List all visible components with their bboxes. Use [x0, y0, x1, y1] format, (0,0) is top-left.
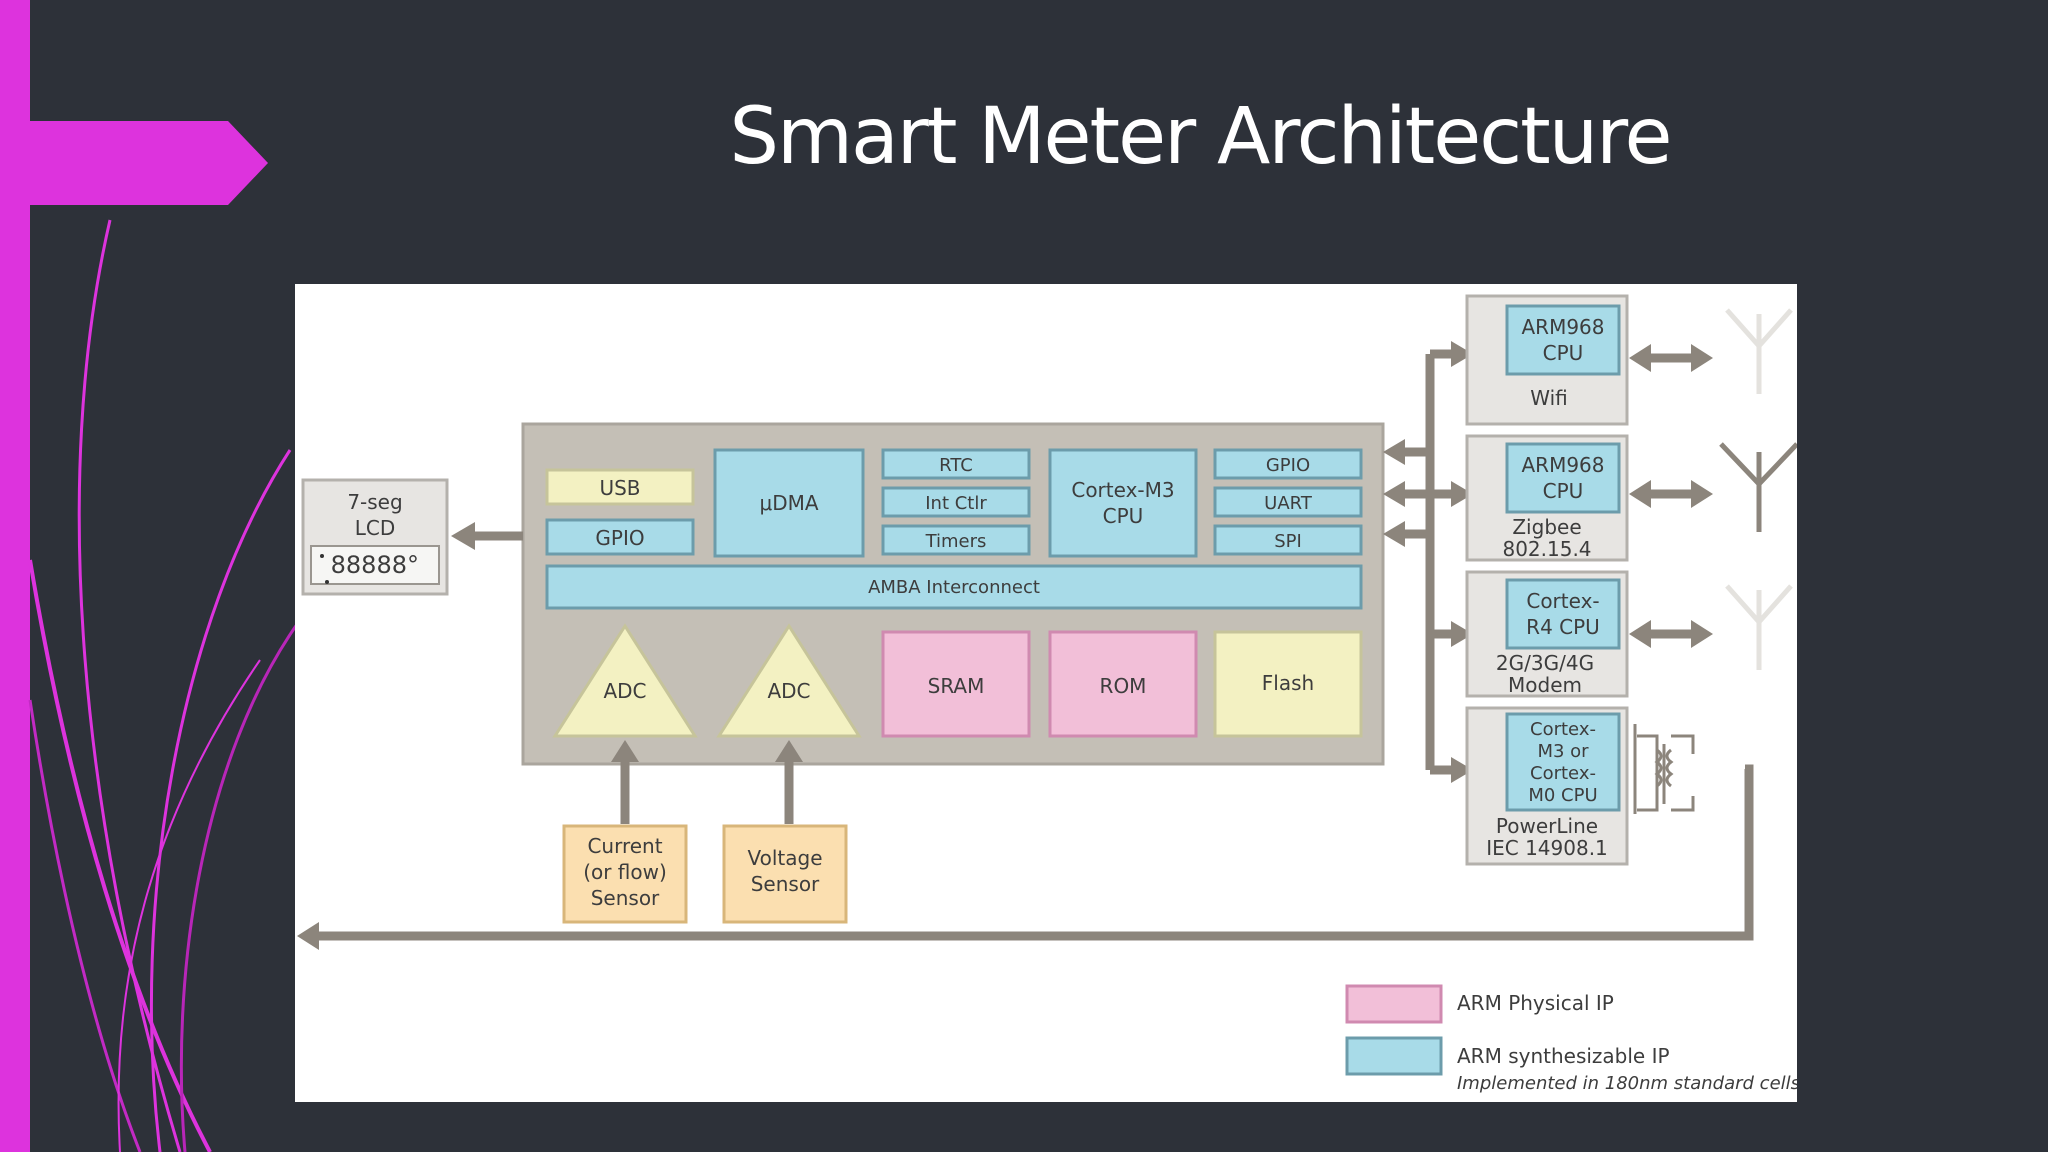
wifi-label: Wifi — [1530, 386, 1568, 410]
powerline-cpu-block — [1505, 712, 1621, 812]
usb-block — [545, 468, 695, 506]
bus-to-module-lines — [1430, 349, 1455, 775]
zigbee-cpu-line2: CPU — [1543, 479, 1584, 503]
modem-cpu-block — [1505, 578, 1621, 650]
powerline-bus-arrowhead — [1451, 757, 1473, 783]
legend-synth-label: ARM synthesizable IP — [1457, 1044, 1670, 1068]
legend-synth-swatch — [1345, 1036, 1443, 1076]
powerline-return-line — [315, 764, 1754, 941]
voltage-sensor-line1: Voltage — [747, 846, 822, 870]
voltage-sensor-arrowhead — [775, 740, 803, 762]
gpio-bus-arrowhead — [1383, 439, 1405, 465]
wifi-cpu-line1: ARM968 — [1521, 315, 1604, 339]
int-ctlr-block — [881, 486, 1031, 518]
lcd-label-line1: 7-seg — [347, 490, 402, 514]
zigbee-cpu-line1: ARM968 — [1521, 453, 1604, 477]
lcd-label-line2: LCD — [355, 516, 396, 540]
powerline-label-line1: PowerLine — [1496, 814, 1598, 838]
usb-label: USB — [599, 476, 640, 500]
uart-block — [1213, 486, 1363, 518]
modem-label-line1: 2G/3G/4G — [1496, 651, 1594, 675]
adc-1-label: ADC — [603, 679, 646, 703]
modem-label-line2: Modem — [1508, 673, 1582, 697]
modem-antenna-link-arrow — [1629, 620, 1713, 648]
rtc-block — [881, 448, 1031, 480]
modem-cpu-line2: R4 CPU — [1526, 615, 1600, 639]
rom-label: ROM — [1100, 674, 1147, 698]
lcd-display — [310, 545, 440, 585]
udma-label: μDMA — [759, 491, 818, 515]
gpio-left-label: GPIO — [595, 526, 644, 550]
gpio-right-block — [1213, 448, 1363, 480]
powerline-return-arrowhead — [297, 922, 319, 950]
spi-bus-arrowhead — [1383, 521, 1405, 547]
slide-title: Smart Meter Architecture — [729, 92, 1673, 182]
lcd-indicator-dot — [325, 580, 329, 584]
legend-physical-label: ARM Physical IP — [1457, 991, 1614, 1015]
uart-bus-arrowhead — [1383, 481, 1405, 507]
udma-block — [713, 448, 865, 558]
zigbee-label-line1: Zigbee — [1512, 515, 1581, 539]
powerline-cpu-line2: M3 or — [1537, 741, 1589, 762]
uart-label: UART — [1264, 493, 1313, 514]
flash-label: Flash — [1262, 671, 1314, 695]
title-arrow-shape — [30, 121, 268, 205]
voltage-sensor-box — [722, 824, 848, 924]
zigbee-antenna-icon — [1719, 442, 1797, 532]
zigbee-antenna-link-arrow — [1629, 480, 1713, 508]
wifi-cpu-block — [1505, 304, 1621, 376]
lcd-indicator-dot — [320, 554, 324, 558]
cortex-m3-cpu-label-line2: CPU — [1103, 504, 1144, 528]
current-sensor-line1: Current — [587, 834, 662, 858]
gpio-right-label: GPIO — [1266, 455, 1310, 476]
gpio-left-block — [545, 518, 695, 556]
current-sensor-arrowhead — [611, 740, 639, 762]
legend-physical-swatch — [1345, 984, 1443, 1024]
transformer-icon — [1633, 724, 1695, 814]
amba-interconnect-label: AMBA Interconnect — [868, 577, 1040, 598]
chip-to-bus-lines — [1401, 447, 1430, 539]
amba-interconnect-block — [545, 564, 1363, 610]
modem-antenna-icon — [1725, 584, 1793, 670]
spi-label: SPI — [1274, 531, 1302, 552]
sram-label: SRAM — [928, 674, 985, 698]
powerline-cpu-line3: Cortex- — [1530, 763, 1596, 784]
cortex-m3-cpu-label-line1: Cortex-M3 — [1071, 478, 1174, 502]
spi-block — [1213, 524, 1363, 556]
current-sensor-line2: (or flow) — [583, 860, 667, 884]
lcd-digits: 88888° — [331, 551, 419, 579]
flash-block — [1213, 630, 1363, 738]
wifi-antenna-link-arrow — [1629, 344, 1713, 372]
modem-bus-arrowhead — [1451, 621, 1473, 647]
legend-synth-note: Implemented in 180nm standard cells — [1457, 1073, 1797, 1094]
powerline-cpu-line1: Cortex- — [1530, 719, 1596, 740]
current-sensor-box — [562, 824, 688, 924]
architecture-diagram: USB GPIO μDMA RTC Int Ctlr Timers Cortex… — [297, 294, 1797, 1094]
rom-block — [1048, 630, 1198, 738]
lcd-arrowhead — [451, 522, 475, 550]
timers-block — [881, 524, 1031, 556]
int-ctlr-label: Int Ctlr — [925, 493, 987, 514]
powerline-cpu-line4: M0 CPU — [1528, 785, 1597, 806]
timers-label: Timers — [925, 531, 987, 552]
voltage-sensor-line2: Sensor — [751, 872, 820, 896]
zigbee-label-line2: 802.15.4 — [1502, 537, 1591, 561]
zigbee-bus-arrowhead — [1451, 481, 1473, 507]
adc-1-block — [552, 623, 698, 738]
architecture-diagram-panel: USB GPIO μDMA RTC Int Ctlr Timers Cortex… — [295, 284, 1797, 1102]
current-sensor-line3: Sensor — [591, 886, 660, 910]
adc-2-label: ADC — [767, 679, 810, 703]
powerline-label-line2: IEC 14908.1 — [1486, 836, 1608, 860]
modem-cpu-line1: Cortex- — [1526, 589, 1599, 613]
rtc-label: RTC — [939, 455, 973, 476]
cortex-m3-cpu-block — [1048, 448, 1198, 558]
adc-2-block — [716, 623, 862, 738]
zigbee-cpu-block — [1505, 442, 1621, 514]
wifi-bus-arrowhead — [1451, 341, 1473, 367]
wifi-antenna-icon — [1725, 308, 1793, 394]
wifi-cpu-line2: CPU — [1543, 341, 1584, 365]
sram-block — [881, 630, 1031, 738]
